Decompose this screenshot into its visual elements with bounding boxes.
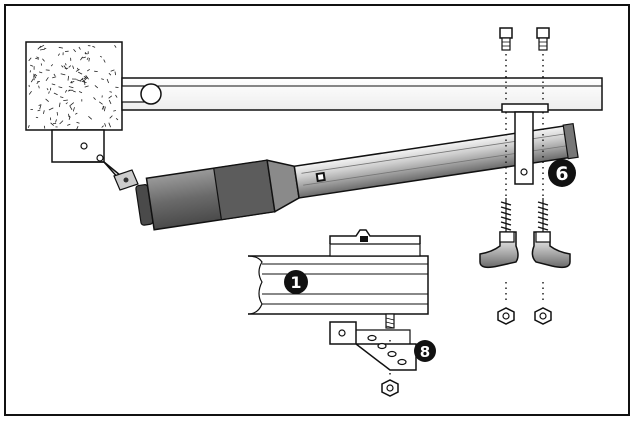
callout-1-label: 1 — [290, 273, 301, 292]
concrete-speckle — [44, 126, 45, 129]
callout-6-label: 6 — [555, 163, 568, 185]
callout-8: 8 — [414, 340, 436, 362]
concrete-speckle — [34, 75, 35, 80]
concrete-speckle — [44, 48, 46, 49]
concrete-pillar-icon — [26, 42, 122, 130]
callout-1: 1 — [284, 270, 308, 294]
concrete-speckle — [50, 88, 51, 91]
callout-6: 6 — [548, 159, 576, 187]
concrete-speckle — [84, 80, 85, 85]
concrete-speckle — [57, 112, 58, 116]
callout-8-label: 8 — [420, 343, 430, 361]
concrete-speckle — [69, 114, 70, 117]
